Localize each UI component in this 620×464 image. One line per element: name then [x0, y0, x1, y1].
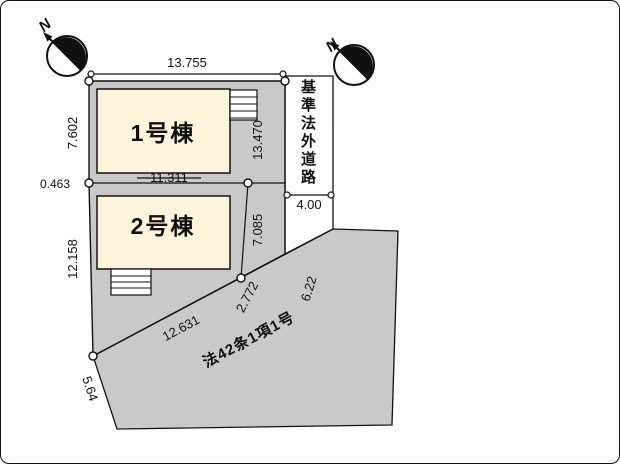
compass-arrowhead — [330, 41, 340, 51]
survey-point — [88, 351, 98, 361]
building-1-steps — [229, 89, 258, 121]
top-dimension-line — [87, 70, 287, 78]
north-compass-top-left — [43, 32, 88, 77]
dim-right-upper: 13.470 — [250, 120, 265, 160]
survey-point — [84, 178, 94, 188]
survey-points — [84, 76, 290, 361]
dim-left-jog: 0.463 — [40, 177, 70, 191]
building-1-label: 1号棟 — [131, 120, 196, 146]
north-compass-top-right — [330, 41, 375, 86]
dim-building1-width: 11.311 — [150, 170, 188, 185]
building-2-label: 2号棟 — [131, 213, 196, 239]
dim-left-lower: 12.158 — [65, 239, 80, 279]
survey-point — [236, 273, 246, 283]
lot2-right-boundary-line — [240, 182, 249, 279]
survey-point — [84, 76, 94, 86]
compass-arrowhead — [43, 32, 53, 42]
compass-needle — [333, 44, 369, 80]
building-1-footprint — [96, 88, 231, 174]
dim-top-width: 13.755 — [167, 55, 207, 70]
north-label-left: N — [35, 15, 55, 36]
compass-needle — [46, 35, 82, 71]
dim-right-lower: 7.085 — [250, 214, 265, 247]
right-road-label: 基準法外道路 — [299, 79, 316, 187]
dim-right-road-width: 4.00 — [296, 197, 321, 212]
dim-road-right-width: 6.22 — [298, 274, 320, 303]
dim-left-upper: 7.602 — [65, 117, 80, 150]
right-road-width-dimension-line — [283, 191, 335, 199]
building-2-steps — [110, 268, 152, 296]
survey-point — [280, 76, 290, 86]
dim-road-left-width: 5.64 — [79, 374, 101, 403]
building-2-footprint — [96, 195, 231, 270]
survey-point — [243, 178, 253, 188]
